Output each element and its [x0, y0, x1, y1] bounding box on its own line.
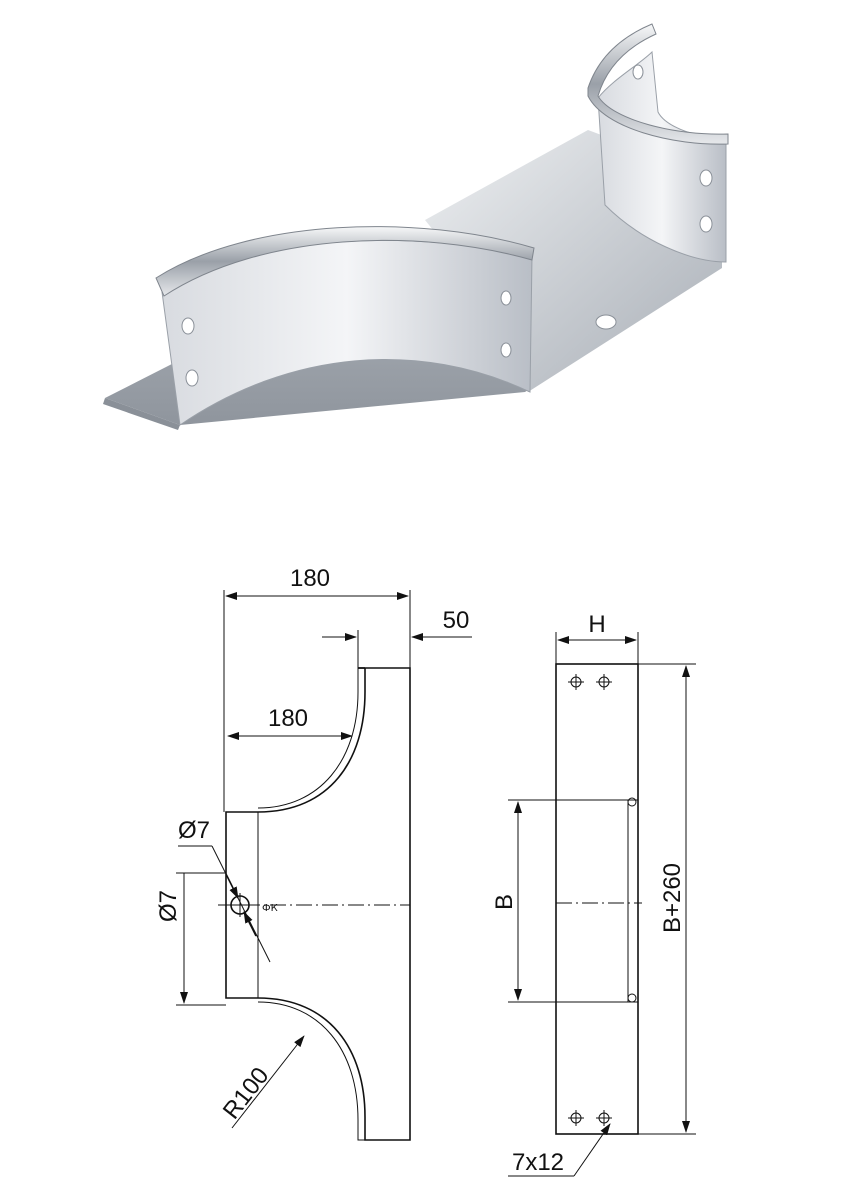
dim-width: B	[491, 894, 518, 910]
plan-view: ФК 180 50 180 Ø7 Ø7 R100	[155, 565, 472, 1141]
product-render	[103, 23, 729, 430]
dim-branch-offset: 50	[443, 607, 470, 634]
dim-inner-width: 180	[268, 705, 308, 732]
slot-holes-bottom	[568, 1110, 612, 1126]
dim-hole-diameter-1: Ø7	[178, 817, 210, 844]
dim-slot: 7x12	[512, 1149, 564, 1176]
dim-length: B+260	[659, 863, 686, 933]
hole-symbol-icon: ФК	[262, 903, 278, 914]
dim-height: H	[588, 611, 605, 638]
dim-overall-width: 180	[290, 565, 330, 592]
slot-holes-top	[568, 674, 612, 690]
side-view: H B B+260 7x12	[491, 611, 696, 1177]
dim-radius: R100	[218, 1062, 275, 1124]
dim-hole-diameter-2: Ø7	[155, 890, 182, 922]
